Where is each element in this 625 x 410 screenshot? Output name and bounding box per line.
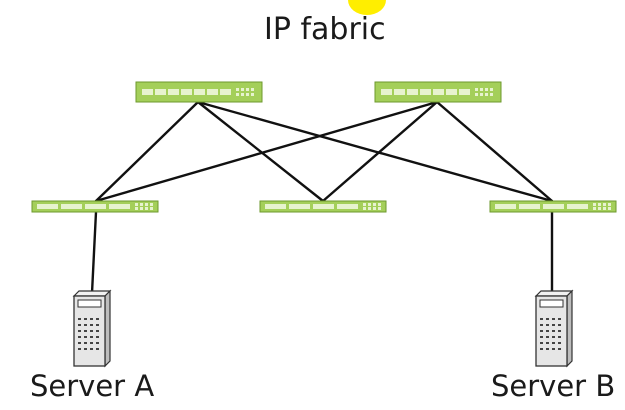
- server-tower-icon: [72, 289, 112, 368]
- network-switch-icon: [31, 200, 159, 213]
- server-b-label: Server B: [491, 369, 616, 403]
- link-spine1-leaf3: [196, 100, 554, 203]
- network-switch-icon: [259, 200, 387, 213]
- spine-switch-2: [374, 81, 502, 103]
- link-spine2-leaf2: [321, 100, 439, 203]
- server-b: [534, 289, 574, 368]
- network-switch-icon: [135, 81, 263, 103]
- cursor-highlight: [348, 0, 386, 15]
- diagram-title: IP fabric: [264, 12, 386, 47]
- network-switch-icon: [489, 200, 617, 213]
- network-switch-icon: [374, 81, 502, 103]
- link-spine1-leaf2: [196, 100, 325, 203]
- leaf-switch-1: [31, 200, 159, 213]
- leaf-switch-3: [489, 200, 617, 213]
- link-spine2-leaf3: [435, 100, 554, 203]
- link-spine2-leaf1: [94, 100, 439, 203]
- link-spine1-leaf1: [94, 100, 200, 203]
- spine-switch-1: [135, 81, 263, 103]
- server-tower-icon: [534, 289, 574, 368]
- leaf-switch-2: [259, 200, 387, 213]
- server-a: [72, 289, 112, 368]
- server-a-label: Server A: [30, 369, 155, 403]
- link-leaf1-server-a: [90, 210, 98, 295]
